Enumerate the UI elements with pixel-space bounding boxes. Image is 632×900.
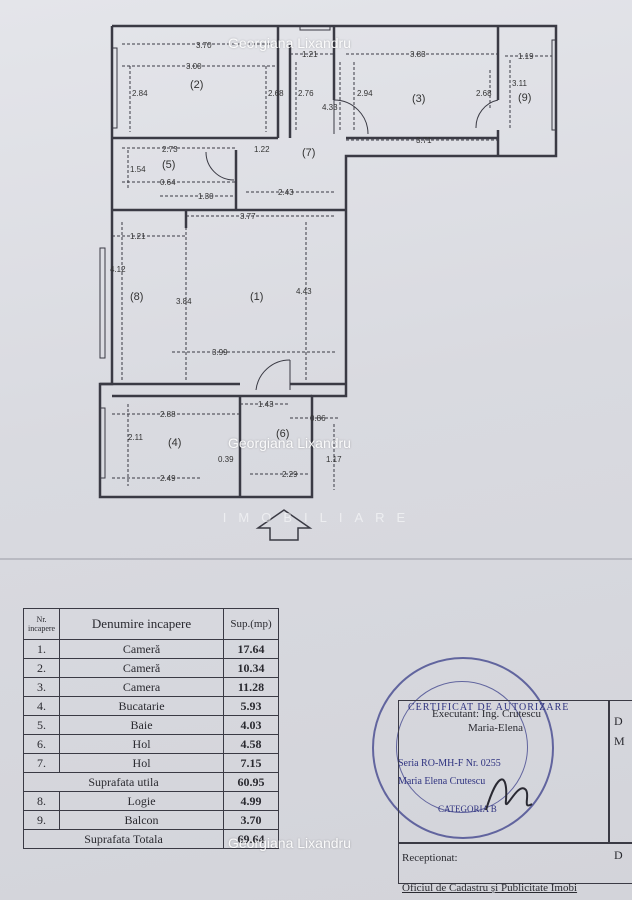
stamp-title: CERTIFICAT DE AUTORIZARE <box>408 702 570 713</box>
room-label-3: (3) <box>412 93 425 105</box>
agent-watermark: Georgiana Lixandru <box>228 435 351 451</box>
door-swing <box>333 99 369 135</box>
window <box>551 39 557 131</box>
agent-watermark: Georgiana Lixandru <box>228 835 351 851</box>
dimension-text: 3.77 <box>240 212 256 221</box>
dimension-text: 1.21 <box>302 50 318 59</box>
dimension-text: 1.30 <box>198 192 214 201</box>
room-label-7: (7) <box>302 147 315 159</box>
dimension-text: 2.73 <box>162 145 178 154</box>
side-letter-d2: D <box>614 848 623 862</box>
door-swing <box>475 99 499 129</box>
dimension-text: 3.11 <box>512 79 528 88</box>
room-label-2: (2) <box>190 79 203 91</box>
dimension-text: 2.49 <box>160 474 176 483</box>
header-nr: Nr. incapere <box>22 608 61 640</box>
signature-icon <box>485 778 533 811</box>
authorization-stamp <box>372 657 554 839</box>
dimension-text: 1.54 <box>130 165 146 174</box>
dimension-text: 3.00 <box>186 62 202 71</box>
dimension-text: 3.84 <box>176 297 192 306</box>
dimension-text: 1.19 <box>518 52 534 61</box>
brand-watermark: IMOBILIARE <box>222 510 418 525</box>
dimension-text: 3.70 <box>196 41 212 50</box>
side-letter-m: M <box>614 734 625 748</box>
stamp-categoria: CATEGORIA B <box>438 804 497 814</box>
dimension-text: 2.11 <box>128 433 144 442</box>
dimension-text: 1.22 <box>254 145 270 154</box>
dimension-text: 2.29 <box>282 470 298 479</box>
table-header-row: Nr. incapere Denumire incapere Sup.(mp) <box>22 608 279 640</box>
room-label-8: (8) <box>130 291 143 303</box>
room-label-5: (5) <box>162 159 175 171</box>
door-swing <box>255 359 291 391</box>
executant-text: Executant: Ing. Crutescu <box>432 708 542 720</box>
window <box>111 47 118 129</box>
floor-plan: (1) (2) (3) (4) (5) (6) (7) (8) (9) 3.70… <box>98 24 558 541</box>
rooms-table: Nr. incapere Denumire incapere Sup.(mp) … <box>22 608 279 849</box>
stamp-inner-ring <box>396 681 528 813</box>
dimension-text: 2.88 <box>160 410 176 419</box>
window <box>99 407 106 479</box>
agent-watermark: Georgiana Lixandru <box>228 35 351 51</box>
oficiu-label: Oficiul de Cadastru și Publicitate Imobi <box>402 882 578 894</box>
door-swing <box>205 151 235 181</box>
room-label-1: (1) <box>250 291 263 303</box>
header-sup: Sup.(mp) <box>223 608 279 640</box>
window <box>299 25 331 31</box>
certificate-bottom-box <box>398 842 632 884</box>
side-letter-d: D <box>614 714 623 728</box>
dimension-text: 2.94 <box>357 89 373 98</box>
receptionat-label: Receptionat: <box>402 852 458 864</box>
stamp-name: Maria Elena Crutescu <box>398 776 486 787</box>
header-name: Denumire incapere <box>59 608 224 640</box>
dimension-text: 2.76 <box>298 89 314 98</box>
dimension-text: 0.39 <box>218 455 234 464</box>
dimension-text: 2.68 <box>476 89 492 98</box>
certificate-block: Executant: Ing. Crutescu Maria-Elena CER… <box>398 700 632 900</box>
dimension-text: 0.86 <box>310 414 326 423</box>
dimension-text: 1.17 <box>326 455 342 464</box>
dimension-text: 3.71 <box>416 136 432 145</box>
stamp-serie: Seria RO-MH-F Nr. 0255 <box>398 758 501 769</box>
dimension-text: 2.84 <box>132 89 148 98</box>
executant-name: Maria-Elena <box>468 722 523 734</box>
dimension-text: 2.68 <box>268 89 284 98</box>
window <box>99 247 106 359</box>
dimension-text: 4.43 <box>296 287 312 296</box>
dimension-text: 4.33 <box>322 103 338 112</box>
certificate-box <box>398 700 610 844</box>
certificate-side-box <box>608 700 632 844</box>
dimension-text: 3.99 <box>212 348 228 357</box>
page-fold <box>0 558 632 560</box>
room-label-6: (6) <box>276 428 289 440</box>
dimension-text: 4.12 <box>110 265 126 274</box>
dimension-text: 1.43 <box>258 400 274 409</box>
dimension-text: 1.21 <box>130 232 146 241</box>
dimension-text: 2.43 <box>278 188 294 197</box>
dimension-text: 0.64 <box>160 178 176 187</box>
room-label-9: (9) <box>518 92 531 104</box>
entrance-arrow <box>255 509 313 541</box>
room-label-4: (4) <box>168 437 181 449</box>
dimension-text: 3.83 <box>410 50 426 59</box>
